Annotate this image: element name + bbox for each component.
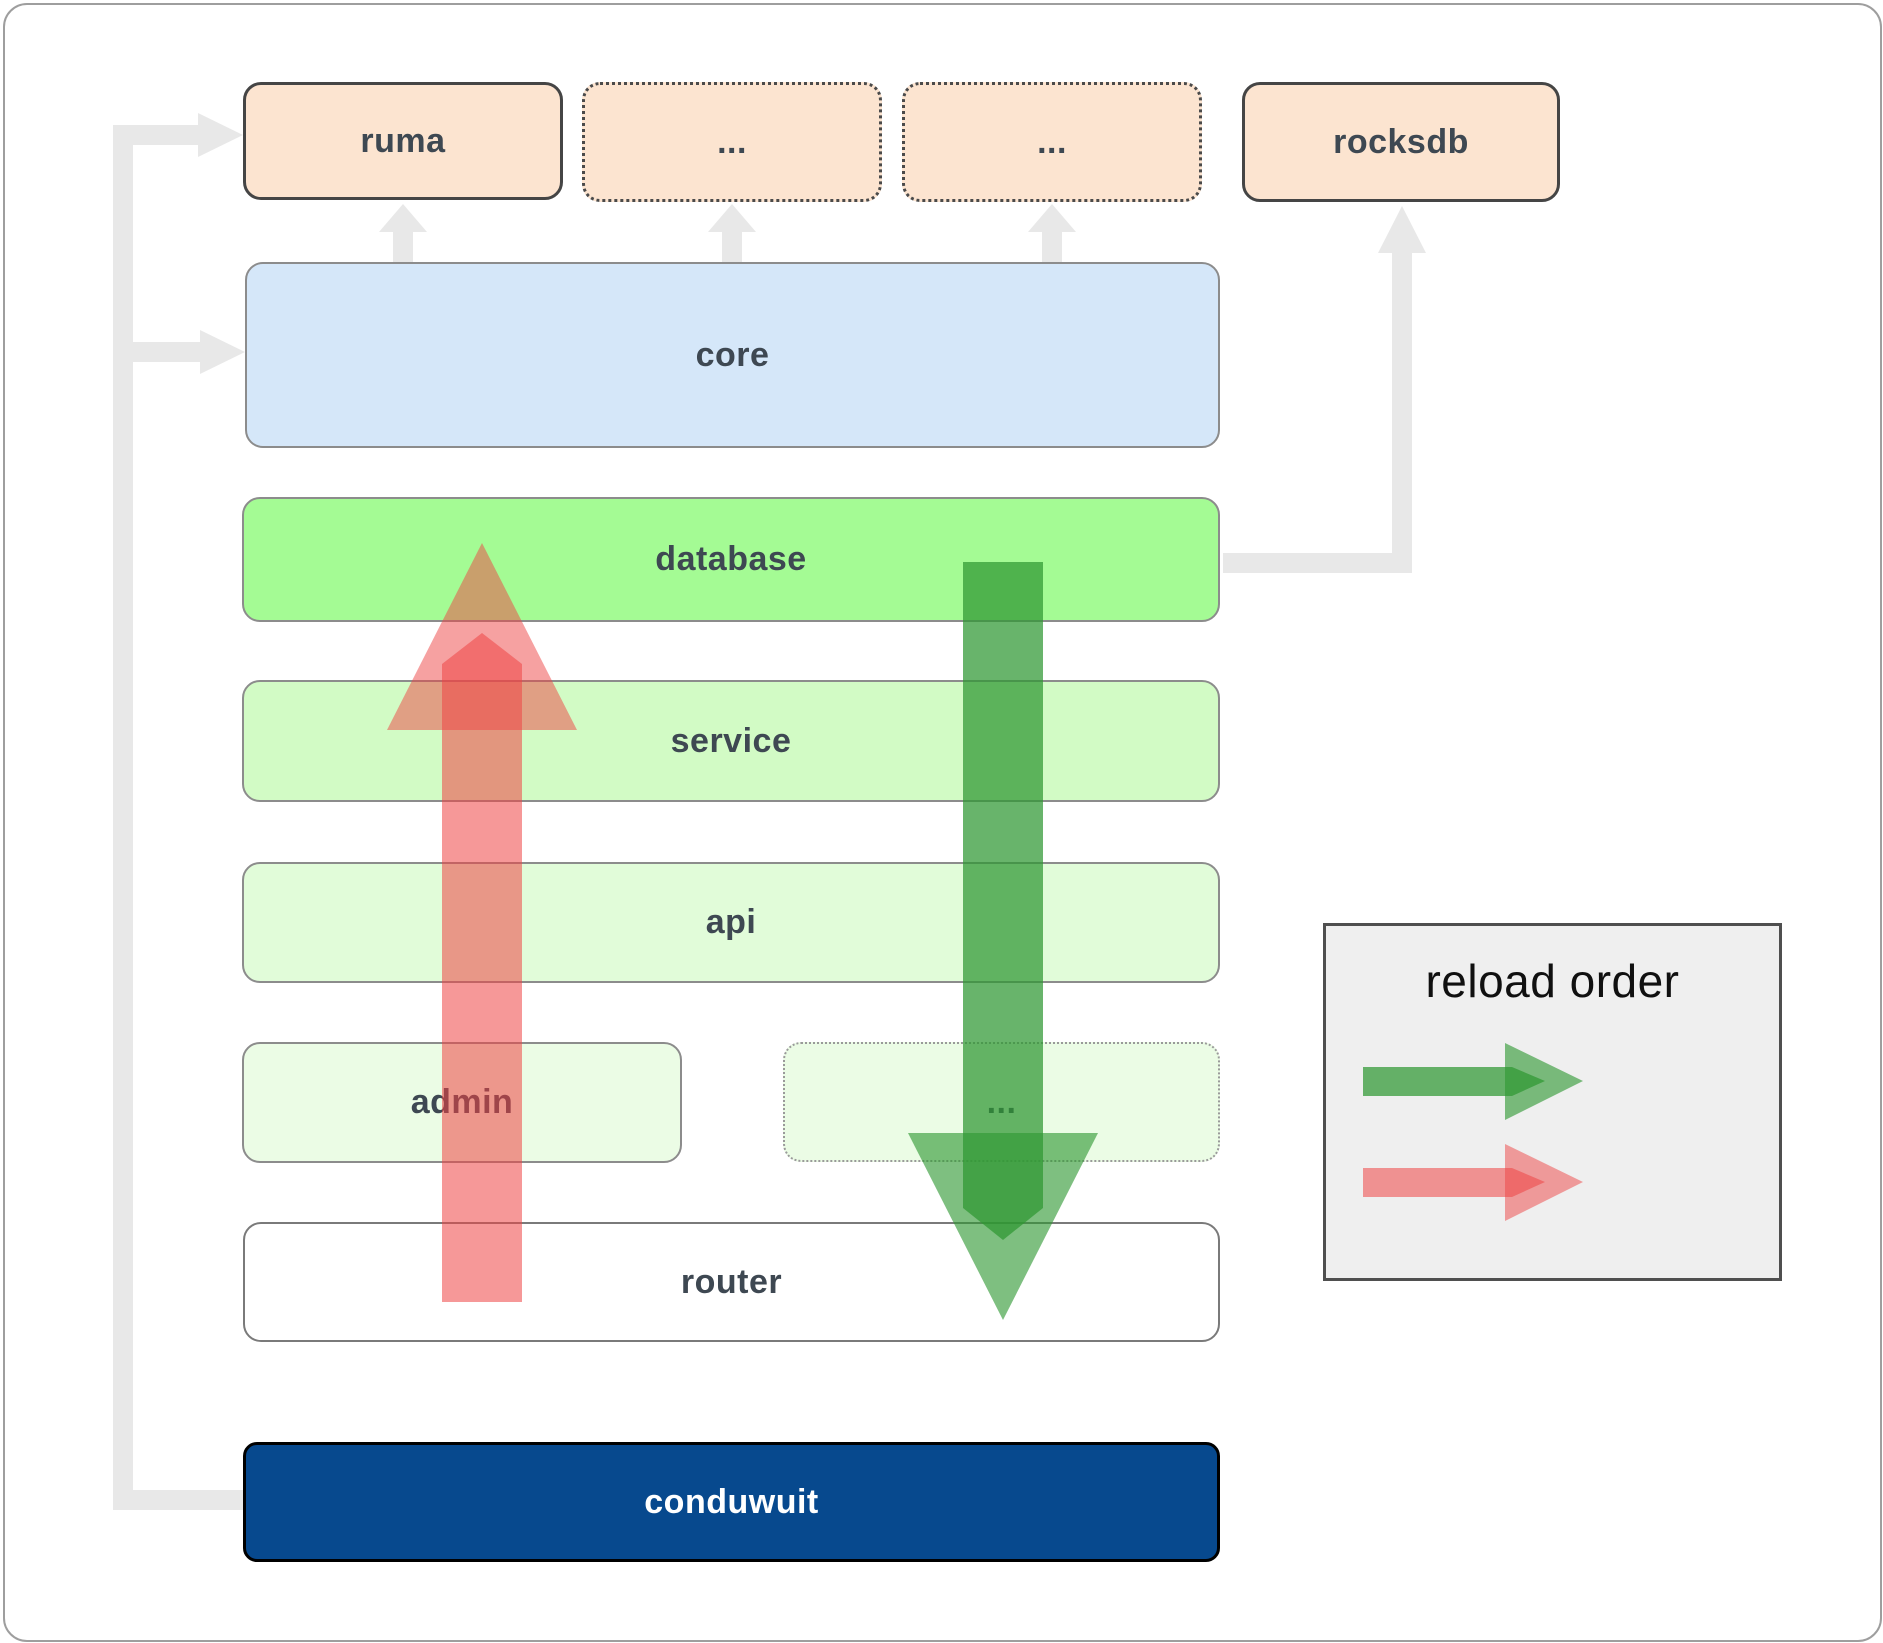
node-service: service	[242, 680, 1220, 802]
node-conduwuit: conduwuit	[243, 1442, 1220, 1562]
node-admin: admin	[242, 1042, 682, 1163]
node-admin-label: admin	[410, 1083, 514, 1121]
page-border	[3, 3, 1882, 1642]
legend-title: reload order	[1425, 955, 1680, 1007]
node-dependency-more-1-label: ...	[717, 122, 747, 161]
node-conduwuit-label: conduwuit	[644, 1482, 819, 1521]
node-dependency-more-2: ...	[902, 82, 1202, 202]
node-service-label: service	[670, 721, 792, 760]
node-crates-more: ...	[783, 1042, 1220, 1162]
node-router: router	[243, 1222, 1220, 1342]
node-api: api	[242, 862, 1220, 983]
node-dependency-more-2-label: ...	[1037, 122, 1067, 161]
legend-reload-order: reload order load unload	[1323, 923, 1782, 1281]
node-router-label: router	[680, 1262, 783, 1301]
node-ruma: ruma	[243, 82, 563, 200]
node-crates-more-label: ...	[986, 1082, 1017, 1121]
node-rocksdb-label: rocksdb	[1333, 122, 1469, 161]
node-ruma-label: ruma	[360, 121, 446, 160]
node-dependency-more-1: ...	[582, 82, 882, 202]
node-database-label: database	[655, 540, 807, 578]
node-database: database	[242, 497, 1220, 622]
node-rocksdb: rocksdb	[1242, 82, 1560, 202]
node-core-label: core	[695, 335, 770, 374]
node-core: core	[245, 262, 1220, 448]
node-api-label: api	[705, 903, 757, 941]
